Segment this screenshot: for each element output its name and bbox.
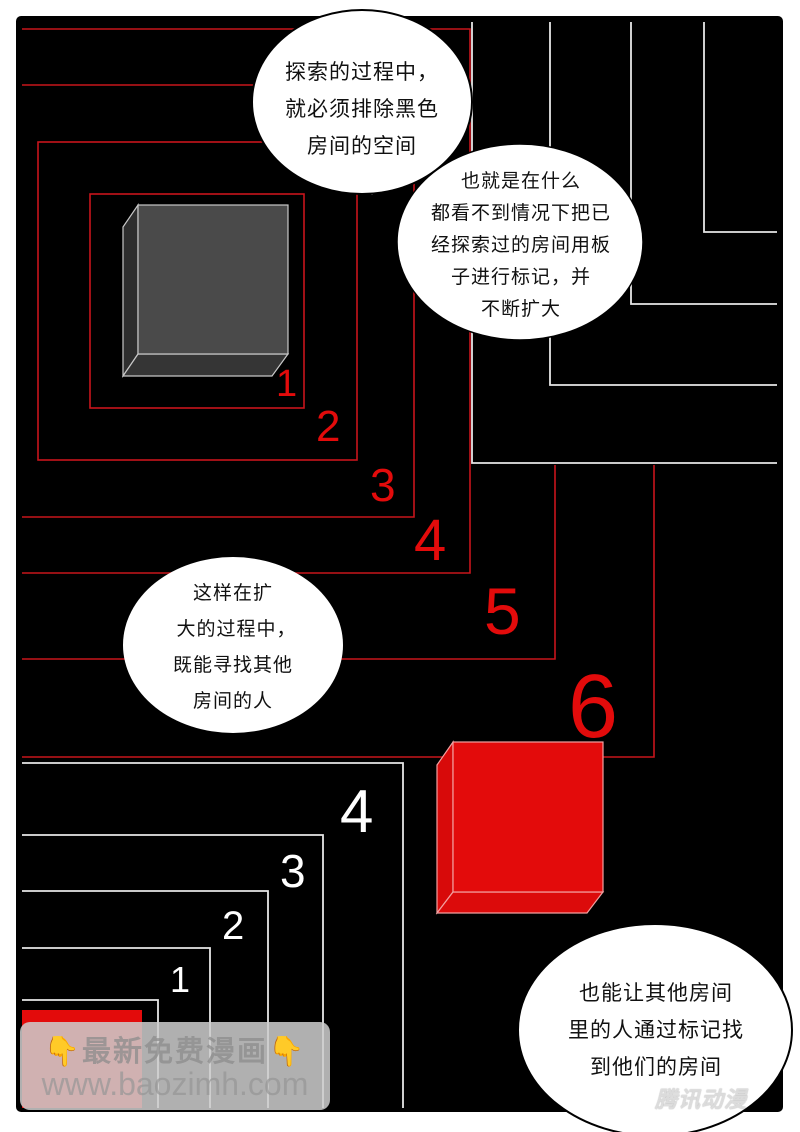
white-room-number-1: 1 bbox=[170, 959, 191, 1000]
red-room-number-1: 1 bbox=[276, 363, 298, 405]
bubble-4-text: 也能让其他房间 里的人通过标记找 到他们的房间 bbox=[568, 981, 744, 1079]
red-room-number-5: 5 bbox=[484, 574, 521, 648]
red-room-outline-3 bbox=[22, 84, 415, 518]
red-room-outline-2 bbox=[37, 141, 358, 461]
red-room-number-6: 6 bbox=[568, 657, 619, 757]
white-room-outline-bl-4 bbox=[22, 762, 404, 1108]
white-room-outline-bl-3 bbox=[22, 834, 324, 1108]
red-room-number-4: 4 bbox=[414, 508, 447, 573]
white-room-number-2: 2 bbox=[222, 904, 245, 948]
red-room-outline-1 bbox=[89, 193, 305, 409]
white-room-outline-tr-3 bbox=[549, 22, 777, 386]
bubble-3-shape bbox=[123, 557, 343, 733]
red-room-number-2: 2 bbox=[316, 402, 341, 451]
publisher-logo: 腾讯动漫 bbox=[655, 1088, 748, 1113]
gray-room-block bbox=[121, 203, 290, 378]
bubble-4-shape bbox=[517, 923, 793, 1132]
watermark-url[interactable]: www.baozimh.com bbox=[41, 1066, 309, 1102]
watermark-line1: 👇最新免费漫画👇 bbox=[43, 1034, 307, 1068]
white-room-number-3: 3 bbox=[280, 845, 306, 897]
white-room-outline-tr-2 bbox=[630, 22, 777, 305]
bubble-1-text: 探索的过程中， 就必须排除黑色 房间的空间 bbox=[285, 60, 439, 158]
pointing-down-hand-icon: 👇 bbox=[43, 1034, 82, 1068]
bubble-2-text: 也就是在什么 都看不到情况下把已 经探索过的房间用板 子进行标记，并 不断扩大 bbox=[430, 170, 611, 320]
site-watermark-banner[interactable]: 👇最新免费漫画👇 www.baozimh.com bbox=[20, 1022, 330, 1110]
red-room-block bbox=[435, 740, 605, 915]
red-room-outline-6 bbox=[22, 465, 655, 758]
bubble-1-shape bbox=[251, 9, 473, 195]
red-room-number-3: 3 bbox=[370, 459, 396, 511]
bubble-3-text: 这样在扩 大的过程中， 既能寻找其他 房间的人 bbox=[172, 582, 297, 712]
speech-bubble-shapes bbox=[123, 9, 793, 1132]
bubble-2-shape bbox=[396, 143, 644, 341]
white-room-outline-tr-1 bbox=[703, 22, 777, 233]
white-room-number-4: 4 bbox=[340, 778, 374, 845]
pointing-down-hand-icon: 👇 bbox=[268, 1034, 307, 1068]
